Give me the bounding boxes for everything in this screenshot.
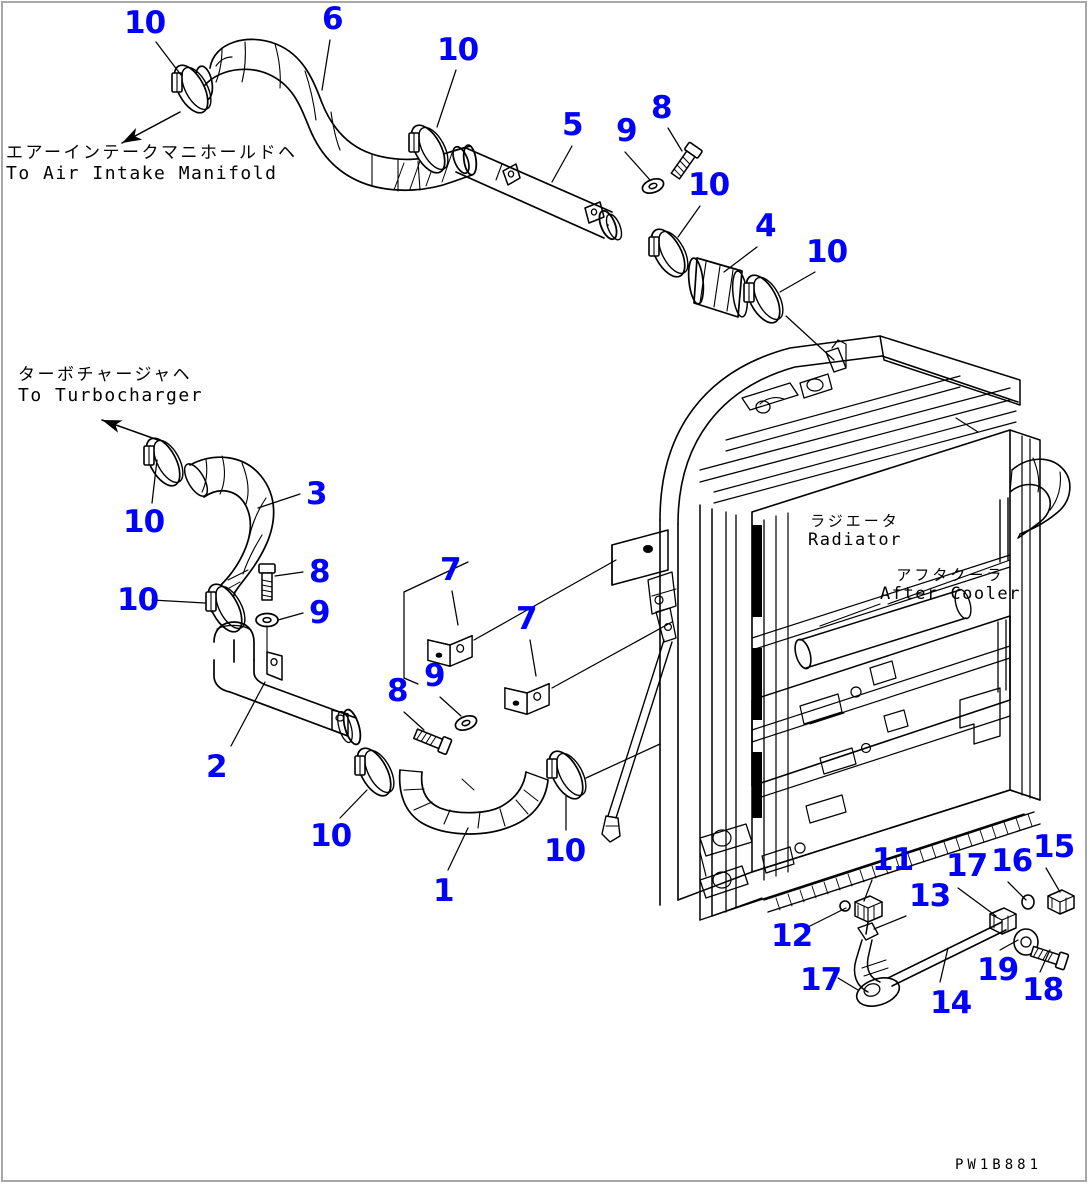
leader-lines — [151, 39, 1061, 991]
callout-9: 9 — [424, 658, 446, 694]
radiator-assembly — [601, 335, 1071, 921]
callout-17: 17 — [946, 848, 988, 884]
label-air-intake-japanese: エアーインテークマニホールドヘ — [6, 143, 298, 163]
part-8-bolt-b — [258, 563, 276, 601]
callout-17: 17 — [800, 962, 842, 998]
callout-7: 7 — [440, 552, 462, 588]
label-radiator-japanese: ラジエータ — [810, 512, 900, 530]
part-7-bracket-b — [504, 682, 550, 715]
callout-10: 10 — [124, 5, 166, 41]
part-6-hose-upper — [194, 38, 478, 192]
callout-4: 4 — [755, 208, 777, 244]
part-2-pipe-lower — [213, 621, 362, 746]
part-4-hose-short — [687, 257, 749, 318]
callout-16: 16 — [991, 843, 1033, 879]
callout-13: 13 — [909, 878, 951, 914]
arrow-to-air-intake — [121, 111, 181, 144]
part-9-washer-c — [452, 712, 480, 734]
drain-line-assembly — [839, 889, 1075, 1007]
label-turbocharger-japanese: ターボチャージャヘ — [18, 365, 193, 385]
callout-10: 10 — [688, 167, 730, 203]
part-9-washer-a — [639, 175, 667, 197]
callout-8: 8 — [309, 554, 331, 590]
label-turbocharger-english: To Turbocharger — [18, 385, 204, 406]
part-9-washer-b — [255, 612, 279, 628]
label-to-air-intake-manifold: エアーインテークマニホールドヘ To Air Intake Manifold — [6, 143, 297, 184]
part-8-bolt-c — [411, 725, 453, 756]
part-10-clamp-e — [138, 432, 190, 492]
callout-3: 3 — [306, 476, 328, 512]
part-10-clamp-c — [643, 223, 695, 283]
part-10-clamp-h — [541, 745, 593, 805]
label-radiator: ラジエータ Radiator — [808, 512, 902, 550]
callout-8: 8 — [387, 673, 409, 709]
arrow-to-turbocharger — [101, 419, 159, 441]
callout-19: 19 — [977, 952, 1019, 988]
callout-10: 10 — [806, 234, 848, 270]
callout-10: 10 — [544, 833, 586, 869]
callout-5: 5 — [562, 107, 584, 143]
label-to-turbocharger: ターボチャージャヘ To Turbocharger — [18, 365, 203, 406]
label-after-cooler-english: After Cooler — [880, 584, 1021, 604]
callout-14: 14 — [930, 985, 972, 1021]
part-10-clamp-a — [166, 59, 218, 119]
callout-8: 8 — [651, 90, 673, 126]
part-5-pipe-upper — [452, 145, 623, 241]
part-10-clamp-g — [349, 742, 401, 802]
callout-10: 10 — [123, 504, 165, 540]
label-radiator-english: Radiator — [808, 530, 902, 550]
callout-1: 1 — [433, 873, 455, 909]
callout-10: 10 — [437, 32, 479, 68]
callout-15: 15 — [1033, 829, 1075, 865]
part-1-hose-lower — [398, 769, 549, 835]
direction-arrows — [101, 111, 181, 441]
callout-7: 7 — [516, 601, 538, 637]
callout-12: 12 — [771, 918, 813, 954]
part-10-clamp-d — [738, 269, 790, 329]
callout-10: 10 — [117, 582, 159, 618]
callout-9: 9 — [616, 113, 638, 149]
label-after-cooler: アフタクーラ After Cooler — [880, 566, 1021, 604]
callout-9: 9 — [309, 595, 331, 631]
callout-11: 11 — [872, 842, 914, 878]
callout-18: 18 — [1022, 972, 1064, 1008]
callout-10: 10 — [310, 818, 352, 854]
part-10-clamp-f — [200, 578, 252, 638]
callout-2: 2 — [206, 749, 228, 785]
drawing-code: PW1B881 — [955, 1157, 1043, 1173]
callout-6: 6 — [322, 1, 344, 37]
label-after-cooler-japanese: アフタクーラ — [896, 566, 1005, 584]
label-air-intake-english: To Air Intake Manifold — [6, 163, 278, 184]
